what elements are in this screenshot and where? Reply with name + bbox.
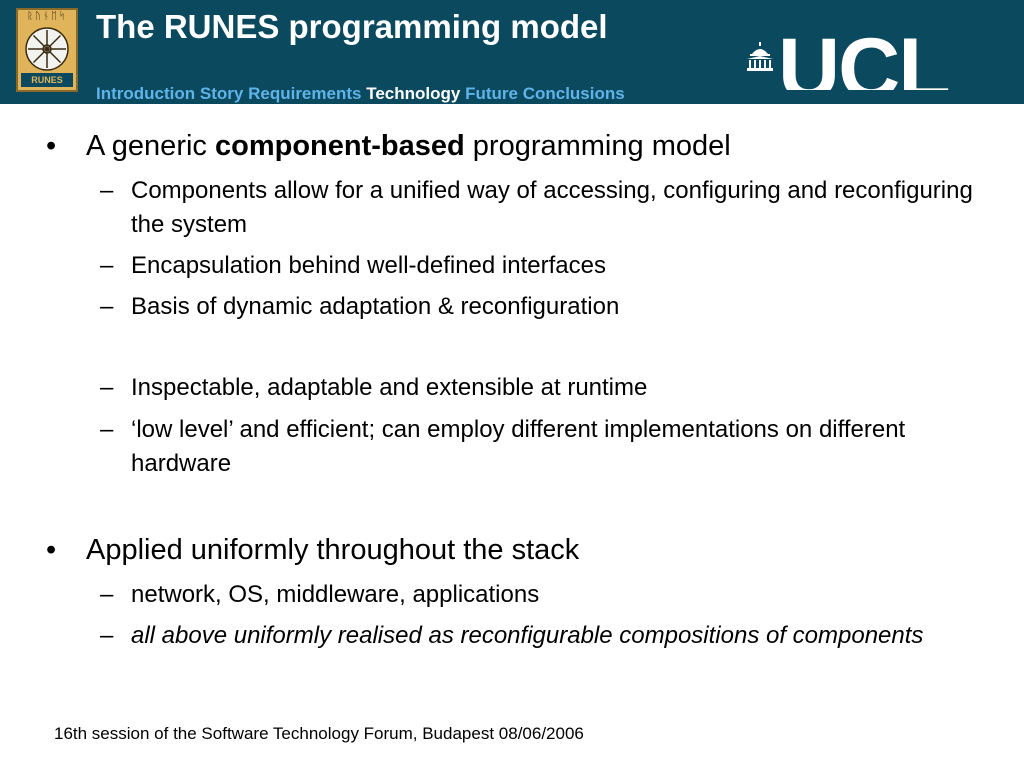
sub-bullet-marker: – [100, 581, 114, 608]
sub-bullet-text: network, OS, middleware, applications [131, 581, 540, 608]
sub-bullet-text: Basis of dynamic adaptation & reconfigur… [131, 293, 620, 320]
logo-rune-glyphs: ᚱᚢᚾᛖᛋ [27, 11, 67, 22]
sub-bullet-marker: – [100, 293, 114, 320]
bullet-text-post: programming model [464, 130, 731, 162]
compass-emblem-icon [25, 27, 69, 71]
sub-bullet-marker: – [100, 416, 114, 443]
sub-bullet-text: Inspectable, adaptable and extensible at… [131, 374, 648, 401]
logo-label: RUNES [21, 73, 73, 87]
slide-footer: 16th session of the Software Technology … [54, 724, 584, 743]
slide-title: The RUNES programming model [96, 8, 608, 45]
bullet-text: A generic component-based programming mo… [86, 129, 731, 163]
portico-dome-icon [747, 42, 773, 71]
nav-item-requirements[interactable]: Requirements [248, 84, 362, 103]
sub-bullet-text: Encapsulation behind well-defined interf… [131, 252, 606, 279]
sub-bullet-text: all above uniformly realised as reconfig… [131, 622, 924, 649]
section-nav: Introduction Story Requirements Technolo… [96, 84, 625, 104]
bullet-text-bold: component-based [214, 130, 465, 162]
bullet-text-pre: A generic [86, 130, 215, 162]
sub-bullet-marker: – [100, 177, 114, 204]
bullet-marker: • [46, 534, 57, 566]
nav-item-future[interactable]: Future [465, 84, 518, 103]
bullet-marker: • [46, 130, 57, 162]
nav-item-conclusions[interactable]: Conclusions [522, 84, 625, 103]
ucl-wordmark: UCL [778, 26, 949, 90]
nav-item-story[interactable]: Story [199, 84, 244, 103]
nav-item-technology[interactable]: Technology [366, 84, 461, 103]
sub-bullet-marker: – [100, 622, 114, 649]
sub-bullet-marker: – [100, 374, 114, 401]
ucl-logo: UCL [742, 26, 977, 104]
sub-bullet-text: ‘low level’ and efficient; can employ di… [131, 416, 906, 477]
header-bar: ᚱᚢᚾᛖᛋ RUNES The RUNES programming model … [0, 0, 1024, 104]
runes-logo: ᚱᚢᚾᛖᛋ RUNES [16, 8, 78, 92]
sub-bullet-marker: – [100, 252, 114, 279]
bullet-text: Applied uniformly throughout the stack [86, 534, 580, 566]
sub-bullet-text: Components allow for a unified way of ac… [131, 177, 973, 238]
nav-item-introduction[interactable]: Introduction [96, 84, 196, 103]
